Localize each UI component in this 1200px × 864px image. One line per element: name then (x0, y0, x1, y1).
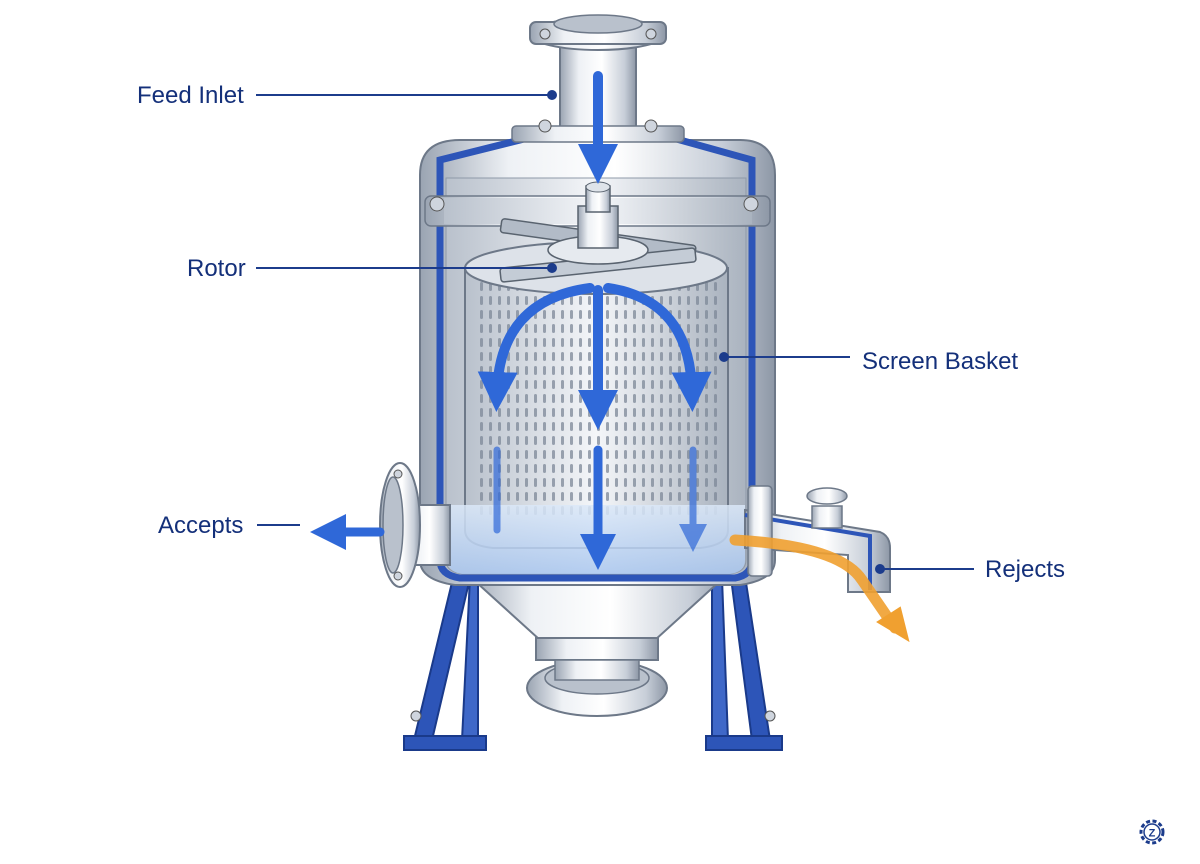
rejects-flow-arrow (729, 534, 901, 634)
accepts-outlet (379, 462, 451, 588)
screen-flow-arrow-left (477, 283, 595, 412)
rejects-arrow-head (876, 606, 910, 643)
leader-lines (256, 90, 974, 574)
logo-letter: Z (1149, 828, 1156, 840)
rotor-assembly (499, 181, 697, 283)
rotor-label: Rotor (187, 255, 246, 282)
screen-basket-label: Screen Basket (862, 348, 1019, 375)
gear-logo-icon: Z (1139, 819, 1165, 845)
bottom-cone (462, 571, 733, 717)
support-frame (403, 568, 783, 751)
accepts-label: Accepts (158, 512, 244, 539)
feed-inlet-label: Feed Inlet (137, 82, 244, 109)
screen-flow-arrow-right (603, 283, 712, 412)
rejects-label: Rejects (985, 556, 1066, 583)
flow-arrows (310, 71, 910, 643)
